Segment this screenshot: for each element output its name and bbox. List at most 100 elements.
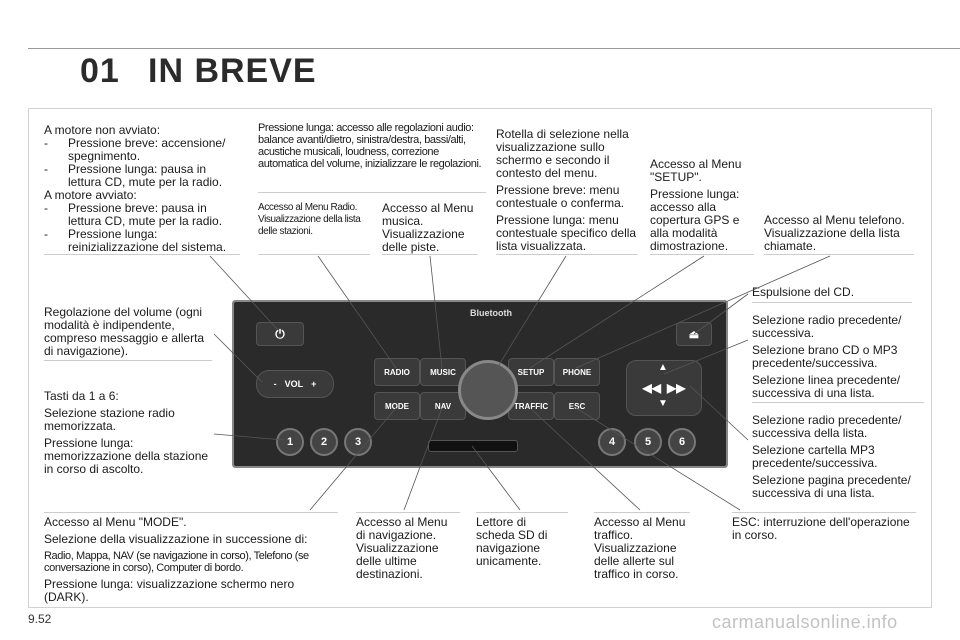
callout-traffic: Accesso al Menu traffico. Visualizzazion… [594, 515, 686, 581]
direction-pad[interactable]: ◀◀ ▶▶ [626, 360, 702, 416]
callout-mode: Accesso al Menu "MODE". Selezione della … [44, 516, 342, 608]
esc-button[interactable]: ESC [554, 392, 600, 420]
callout-radio-menu: Accesso al Menu Radio. Visualizzazione d… [258, 202, 361, 237]
left-right-p3: Selezione pagina precedente/ successiva … [752, 473, 911, 500]
preset-button-1[interactable]: 1 [276, 428, 304, 456]
presets-p3: Pressione lunga: memorizzazione della st… [44, 436, 209, 476]
callout-setup: Accesso al Menu "SETUP". Pressione lunga… [650, 158, 754, 257]
preset-button-4[interactable]: 4 [598, 428, 626, 456]
dash: - [44, 162, 48, 176]
dash: - [44, 136, 48, 150]
underline [258, 192, 486, 193]
leader-line-sd [471, 445, 521, 511]
callout-knob: Rotella di selezione nella visualizzazio… [496, 128, 638, 257]
presets-p1: Tasti da 1 a 6: [44, 389, 119, 403]
up-down-p2: Selezione brano CD o MP3 precedente/succ… [752, 343, 898, 370]
underline [764, 254, 914, 255]
leader-line-phone [575, 255, 831, 369]
header-rule [28, 48, 960, 49]
mode-p2: Selezione della visualizzazione in succe… [44, 532, 308, 546]
setup-p1: Accesso al Menu "SETUP". [650, 157, 742, 184]
sd-card-slot[interactable] [428, 440, 518, 452]
knob-p3: Pressione lunga: menu contestuale specif… [496, 213, 637, 253]
volume-control[interactable]: - VOL + [256, 370, 334, 398]
preset-button-6[interactable]: 6 [668, 428, 696, 456]
power-line1: A motore non avviato: [44, 123, 161, 137]
leader-line-setup [529, 255, 705, 369]
down-arrow-icon: ▼ [658, 398, 668, 409]
header: 01 IN BREVE [0, 0, 960, 110]
leader-line-volume [213, 333, 263, 383]
power-item1: Pressione breve: accensione/ spegnimento… [68, 136, 226, 163]
underline [752, 402, 924, 403]
mode-button[interactable]: MODE [374, 392, 420, 420]
leader-line-up-down [663, 339, 749, 375]
callout-settings: Pressione lunga: accesso alle regolazion… [258, 122, 482, 170]
preset-button-5[interactable]: 5 [634, 428, 662, 456]
chapter-title: IN BREVE [148, 52, 317, 90]
leader-line-mode [309, 407, 397, 511]
leader-line-left-right [689, 385, 749, 441]
underline [356, 512, 460, 513]
dash: - [44, 227, 48, 241]
power-item2: Pressione lunga: pausa in lettura CD, mu… [68, 162, 223, 189]
selection-knob[interactable] [458, 360, 518, 420]
preset-button-2[interactable]: 2 [310, 428, 338, 456]
callout-sd: Lettore di scheda SD di navigazione unic… [476, 515, 548, 568]
callout-phone: Accesso al Menu telefono. Visualizzazion… [764, 213, 905, 253]
underline [382, 254, 478, 255]
mode-p4: Pressione lunga: visualizzazione schermo… [44, 577, 295, 604]
callout-presets: Tasti da 1 a 6: Selezione stazione radio… [44, 390, 212, 480]
eject-icon: ⏏ [688, 328, 700, 341]
power-item4: Pressione lunga: reinizializzazione del … [68, 227, 227, 254]
chapter-number: 01 [80, 52, 120, 90]
underline [44, 254, 240, 255]
knob-p2: Pressione breve: menu contestuale o conf… [496, 183, 625, 210]
mode-p3: Radio, Mappa, NAV (se navigazione in cor… [44, 550, 309, 574]
forward-icon: ▶▶ [667, 381, 686, 395]
callout-volume: Regolazione del volume (ogni modalità è … [44, 305, 205, 358]
traffic-button[interactable]: TRAFFIC [508, 392, 554, 420]
phone-button[interactable]: PHONE [554, 358, 600, 386]
power-button[interactable]: ⏻ [256, 322, 304, 346]
leader-line-presets [213, 433, 285, 441]
underline [44, 360, 212, 361]
dash: - [44, 201, 48, 215]
leader-line-radio [317, 255, 397, 369]
underline [752, 302, 912, 303]
volume-minus: - [273, 379, 277, 389]
leader-line-knob [485, 255, 567, 387]
setup-p2: Pressione lunga: accesso alla copertura … [650, 187, 740, 253]
left-right-p1: Selezione radio precedente/ successiva d… [752, 413, 902, 440]
volume-label: VOL [284, 379, 304, 389]
mode-p1: Accesso al Menu "MODE". [44, 515, 187, 529]
callout-eject: Espulsione del CD. [752, 285, 855, 299]
underline [44, 512, 338, 513]
up-down-p3: Selezione linea precedente/ successiva d… [752, 373, 901, 400]
radio-button[interactable]: RADIO [374, 358, 420, 386]
callout-music-menu: Accesso al Menu musica. Visualizzazione … [382, 201, 474, 254]
presets-p2: Selezione stazione radio memorizzata. [44, 406, 175, 433]
leader-line-power [209, 255, 279, 331]
leader-line-eject [693, 293, 749, 335]
underline [732, 512, 916, 513]
rewind-icon: ◀◀ [642, 381, 661, 395]
volume-plus: + [311, 379, 317, 389]
callout-up-down: Selezione radio precedente/ successiva. … [752, 314, 924, 404]
underline [258, 254, 370, 255]
underline [594, 512, 690, 513]
underline [476, 512, 568, 513]
leader-line-esc [575, 407, 741, 511]
leader-line-nav [403, 407, 443, 511]
watermark: carmanualsonline.info [712, 612, 898, 632]
callout-esc: ESC: interruzione dell'operazione in cor… [732, 515, 910, 542]
power-line2: A motore avviato: [44, 188, 137, 202]
underline [496, 254, 638, 255]
callout-left-right: Selezione radio precedente/ successiva d… [752, 414, 928, 504]
leader-line-music [429, 255, 443, 369]
power-icon: ⏻ [275, 326, 285, 341]
underline [650, 254, 754, 255]
left-right-p2: Selezione cartella MP3 precedente/succes… [752, 443, 878, 470]
bluetooth-label: Bluetooth [470, 308, 512, 318]
